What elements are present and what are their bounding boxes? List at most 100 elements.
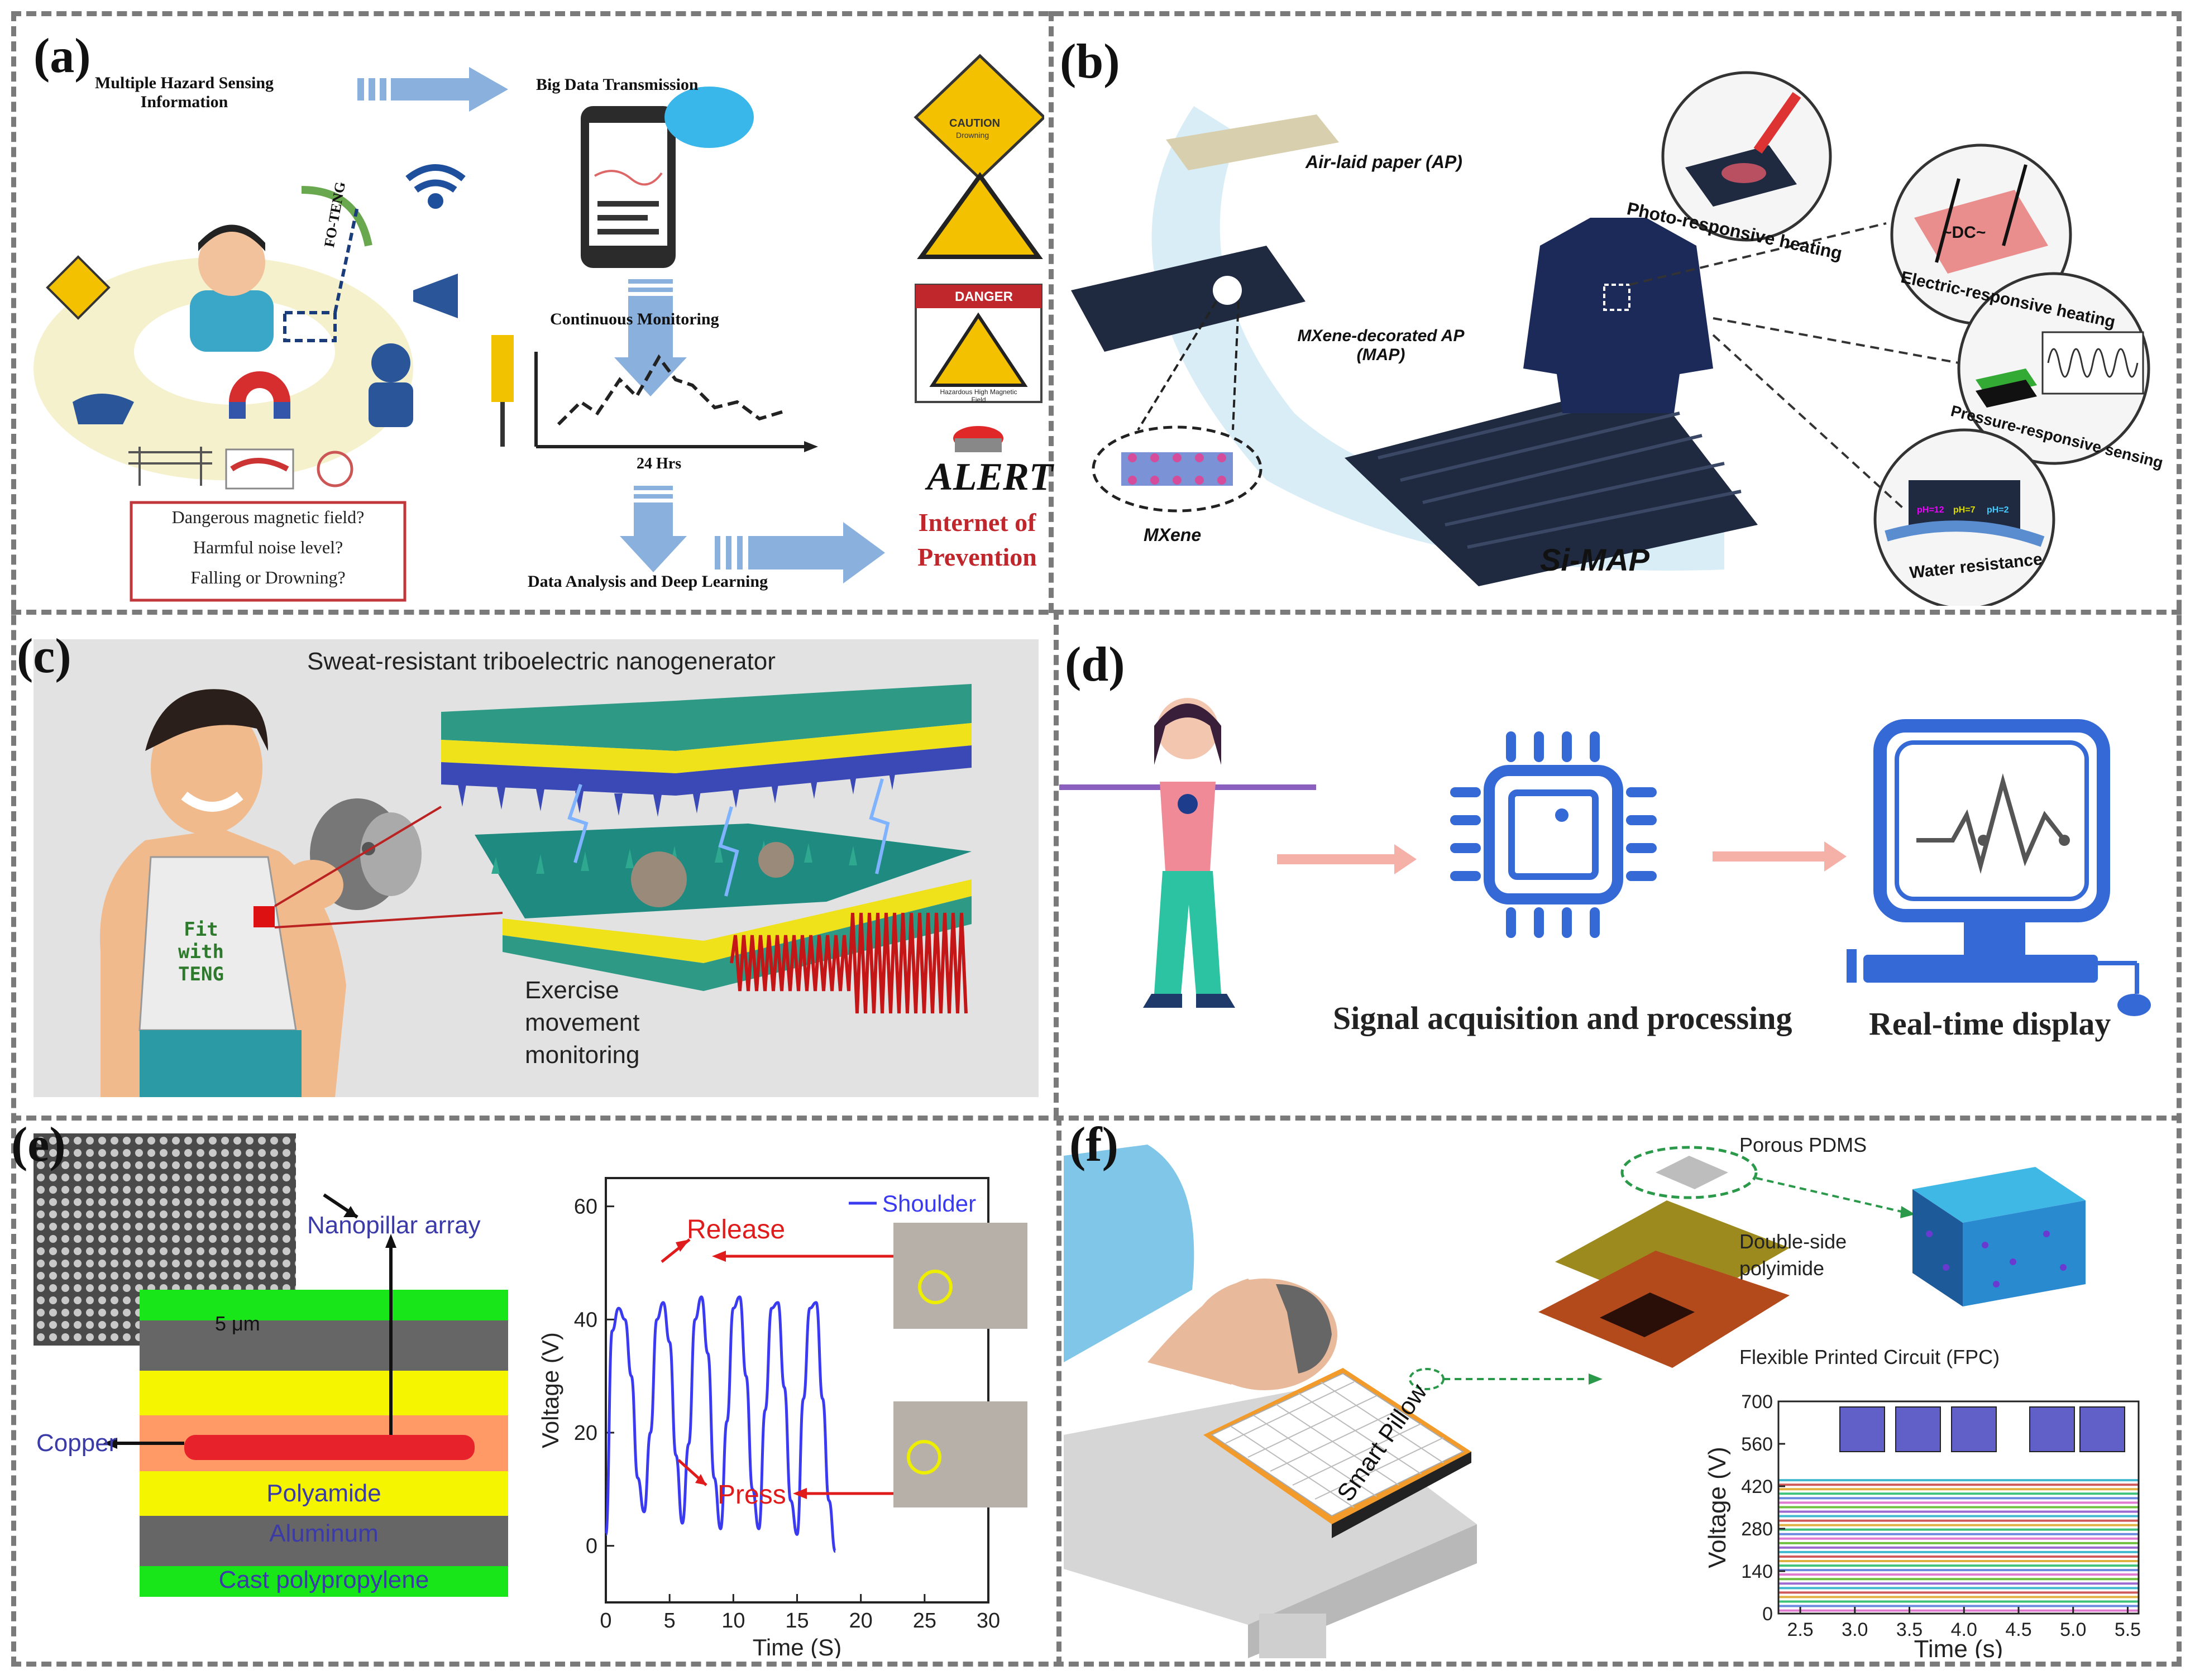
mxene-ellipse [1092, 425, 1263, 513]
person-head [198, 229, 265, 296]
x-tick-label: 20 [849, 1609, 873, 1633]
woman-pants [1154, 871, 1221, 994]
y-tick-label: 40 [574, 1308, 597, 1332]
ph-12: pH=12 [1917, 505, 1944, 515]
release-photo [893, 1223, 1027, 1329]
thermal-snapshot [2079, 1406, 2125, 1452]
question-1: Dangerous magnetic field? [171, 507, 365, 527]
process-swoosh [1151, 106, 1724, 571]
thermal-snapshot [1839, 1406, 1885, 1452]
signal-processing-label: Signal acquisition and processing [1333, 1000, 1792, 1036]
thermal-snapshot [1895, 1406, 1941, 1452]
thermal-snapshot [2029, 1406, 2075, 1452]
y-tick-label: 140 [1741, 1561, 1773, 1582]
press-label: Press [718, 1480, 786, 1510]
x-tick-label: 0 [600, 1609, 611, 1633]
panel-a-illustration [34, 54, 1044, 602]
motion-signal-trace [730, 912, 968, 1014]
y-tick-label: 0 [1762, 1604, 1773, 1625]
thermal-snapshot [1951, 1406, 1997, 1452]
chip-icon [1450, 731, 1657, 938]
sensing-title: Multiple Hazard Sensing Information [94, 74, 274, 111]
air-laid-paper [1166, 114, 1339, 170]
question-3: Falling or Drowning? [190, 567, 346, 587]
caution-sub-text: Drowning [956, 131, 989, 140]
panel-b: (b) [1054, 22, 2177, 606]
magnet-icon [228, 371, 290, 402]
mxene-ap-sheet [1071, 246, 1305, 352]
release-label: Release [687, 1215, 786, 1245]
pdms-layer [1656, 1156, 1728, 1189]
y-tick-label: 560 [1741, 1434, 1773, 1455]
teng-sensor [254, 906, 275, 927]
layer-cpp-top [140, 1290, 508, 1320]
x-tick-label: 15 [785, 1609, 809, 1633]
drowning-icon [73, 394, 134, 424]
arrow-transmission [357, 67, 508, 112]
divider-row1 [11, 610, 2182, 615]
noise-person-icon [371, 343, 410, 382]
pdms-label: Porous PDMS [1739, 1133, 1867, 1156]
mxene-label: MXene [1144, 525, 1202, 545]
polyamide-label: Polyamide [266, 1480, 381, 1507]
y-tick-label: 20 [574, 1421, 597, 1445]
x-tick-label: 2.5 [1787, 1619, 1813, 1640]
layer-pa-bottom [140, 1471, 508, 1516]
callout-lines [1629, 222, 1959, 509]
x-axis-label: Time (S) [753, 1634, 841, 1658]
scale-bar-label: 5 μm [215, 1312, 260, 1335]
panel-b-label: (b) [1060, 35, 1120, 89]
divider-col-bot [1056, 1116, 1061, 1667]
divider-col-top [1049, 11, 1054, 613]
danger-text: DANGER [955, 289, 1013, 304]
panel-c: (c) Sweat-resistant triboelectric nanoge… [17, 629, 1039, 1097]
legend-label: Shoulder [882, 1190, 976, 1217]
magnet-warning-text: Hazardous High Magnetic Field [940, 388, 1017, 404]
caution-drowning-sign [914, 54, 1044, 181]
panel-d-label: (d) [1065, 638, 1125, 692]
pdms-ellipse [1620, 1146, 1758, 1199]
arrow-down-2 [620, 486, 687, 572]
cloud-icon [664, 87, 754, 148]
divider-col-mid [1054, 610, 1059, 1118]
man-hair [145, 689, 268, 751]
panel-b-illustration [1071, 71, 2150, 606]
layer-al-bottom [140, 1516, 508, 1566]
layer-al-top [140, 1320, 508, 1371]
hazard-question-box [130, 501, 407, 602]
copper-electrode [184, 1435, 475, 1460]
panel-a-label: (a) [34, 29, 91, 83]
arrow-down-1 [614, 279, 687, 396]
target-icon [317, 451, 353, 487]
mxene-lattice [1121, 452, 1233, 486]
question-2: Harmful noise level? [193, 537, 343, 557]
press-photo [893, 1401, 1027, 1507]
x-axis-label: Time (s) [1914, 1635, 2003, 1658]
hours-label: 24 Hrs [637, 455, 682, 472]
y-axis-label: Voltage (V) [537, 1332, 563, 1448]
x-tick-label: 5.5 [2115, 1619, 2141, 1640]
panel-a: (a) [22, 22, 1053, 606]
panel-d-illustration [1059, 698, 2151, 1016]
ap-label: Air-laid paper (AP) [1305, 152, 1462, 172]
arrow-d-2 [1713, 841, 1847, 872]
x-tick-label: 10 [721, 1609, 745, 1633]
teng-middle-layer [475, 824, 972, 918]
polyimide-label: Double-side polyimide [1739, 1230, 1847, 1280]
panel-f-label: (f) [1069, 1118, 1118, 1172]
x-tick-label: 5 [664, 1609, 676, 1633]
y-tick-label: 700 [1741, 1391, 1773, 1413]
x-tick-label: 25 [913, 1609, 936, 1633]
fpc-label: Flexible Printed Circuit (FPC) [1739, 1346, 2000, 1368]
panel-e-label: (e) [11, 1118, 66, 1172]
person-body [190, 290, 274, 352]
woman-hair [1154, 703, 1221, 765]
noise-warning-sign [917, 172, 1043, 259]
ph-7: pH=7 [1953, 505, 1976, 515]
map-label: MXene-decorated AP (MAP) [1297, 327, 1465, 364]
nanopillar-label: Nanopillar array [307, 1212, 481, 1239]
exercise-caption: Exercise movement monitoring [525, 977, 640, 1069]
